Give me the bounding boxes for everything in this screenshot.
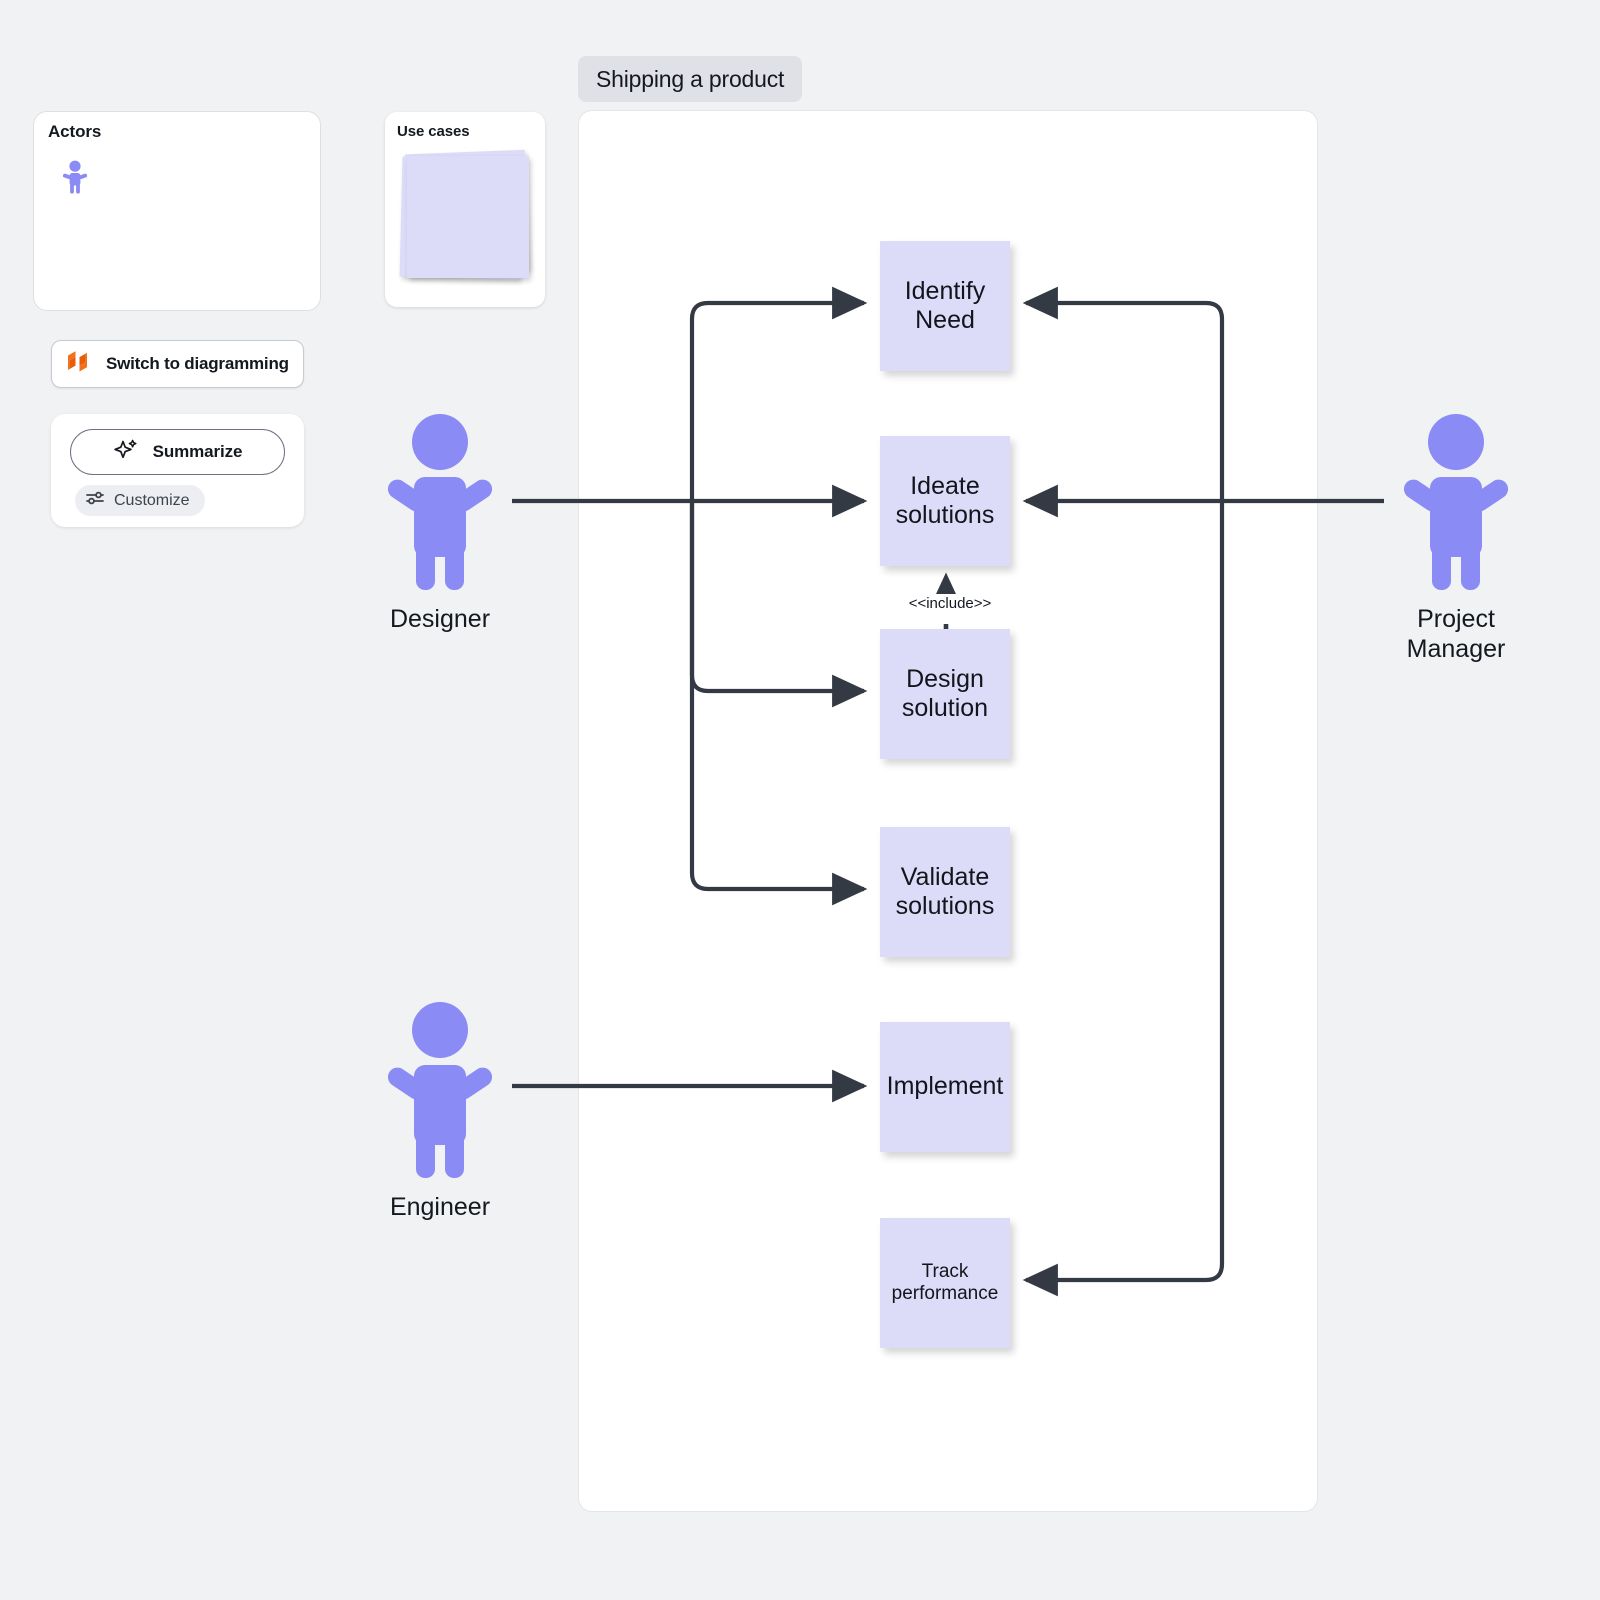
actor-label: Designer — [389, 605, 491, 633]
include-stereotype-label: <<include>> — [888, 594, 1012, 613]
lucid-logo-icon — [65, 348, 90, 380]
actor-figure-icon — [1403, 414, 1509, 590]
sparkle-icon-svg — [113, 439, 137, 458]
actor-figure-icon — [387, 1002, 493, 1178]
actor-icon-svg — [62, 160, 88, 194]
diagram-title-chip[interactable]: Shipping a product — [578, 56, 803, 102]
diagram-title-label: Shipping a product — [596, 65, 785, 92]
use-case-label: Design solution — [901, 664, 989, 723]
switch-to-diagramming-button[interactable]: Switch to diagramming — [51, 340, 304, 388]
use-case-validate-solutions[interactable]: Validate solutions — [880, 827, 1010, 957]
use-case-design-solution[interactable]: Design solution — [880, 629, 1010, 759]
use-cases-panel-title: Use cases — [397, 123, 470, 140]
actor-designer[interactable]: Designer — [387, 412, 493, 647]
customize-label: Customize — [114, 491, 190, 509]
use-case-label: Validate solutions — [895, 862, 995, 921]
customize-chip[interactable]: Customize — [75, 485, 205, 516]
use-case-implement[interactable]: Implement — [880, 1022, 1010, 1152]
use-case-label: Ideate solutions — [895, 471, 995, 530]
summarize-button[interactable]: Summarize — [70, 429, 285, 475]
actor-icon[interactable] — [62, 160, 88, 199]
actor-project-manager[interactable]: Project Manager — [1403, 412, 1509, 672]
actors-panel[interactable]: Actors — [33, 111, 321, 311]
use-case-label: Identify Need — [904, 276, 986, 335]
stack-note-front — [407, 156, 529, 278]
use-case-identify-need[interactable]: Identify Need — [880, 241, 1010, 371]
actor-figure-icon — [387, 414, 493, 590]
sliders-icon — [85, 489, 105, 512]
actor-label: Engineer — [389, 1193, 491, 1221]
sliders-icon-svg — [86, 491, 104, 505]
lucid-logo-icon-svg — [68, 351, 87, 372]
actor-engineer[interactable]: Engineer — [387, 1000, 493, 1235]
use-case-note-stack — [385, 112, 545, 307]
use-cases-panel[interactable]: Use cases — [385, 112, 545, 307]
actor-label: Project Manager — [1406, 605, 1506, 663]
use-case-track-performance[interactable]: Track performance — [880, 1218, 1010, 1348]
use-case-ideate-solutions[interactable]: Ideate solutions — [880, 436, 1010, 566]
actors-panel-title: Actors — [48, 122, 102, 141]
sparkle-icon — [113, 437, 139, 468]
use-case-label: Track performance — [891, 1260, 999, 1304]
summarize-label: Summarize — [152, 442, 243, 461]
switch-to-diagramming-label: Switch to diagramming — [106, 354, 289, 373]
ai-actions-card: Summarize Customize — [51, 414, 304, 527]
use-case-label: Implement — [886, 1072, 1004, 1101]
